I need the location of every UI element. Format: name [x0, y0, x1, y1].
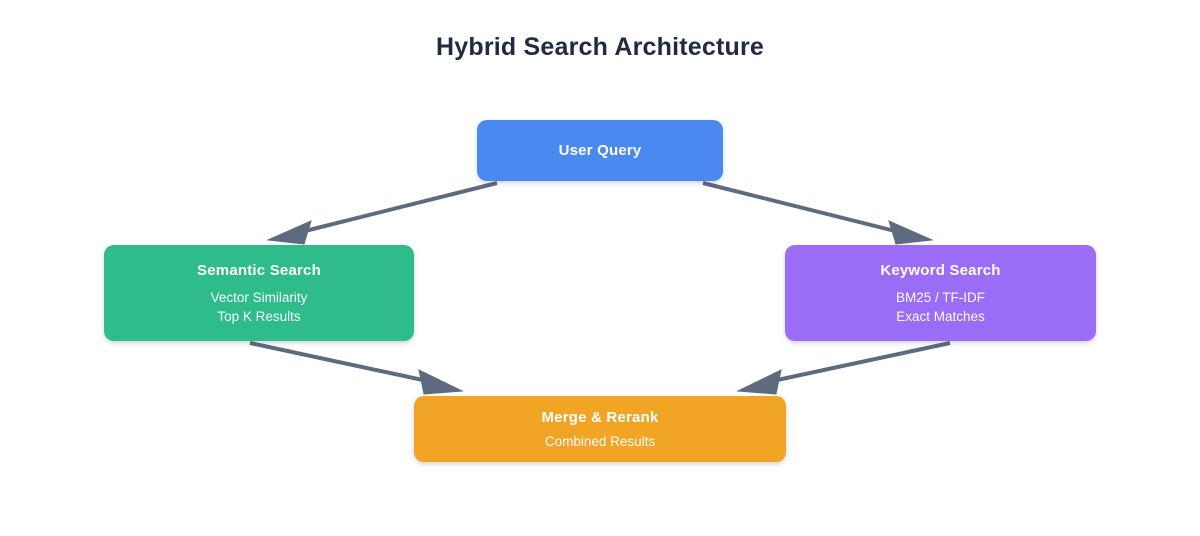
edge-user-query-to-keyword-search: [702, 181, 934, 245]
node-merge-rerank-subtitle-line-1: Combined Results: [544, 433, 656, 449]
edge-keyword-search-to-merge-rerank: [736, 341, 951, 395]
node-merge-rerank-subtitle: Combined Results: [545, 432, 655, 451]
node-keyword-search-title: Keyword Search: [880, 261, 1001, 279]
node-user-query-title: User Query: [558, 141, 642, 159]
node-keyword-search[interactable]: Keyword Search BM25 / TF-IDF Exact Match…: [785, 245, 1096, 341]
node-merge-rerank-title: Merge & Rerank: [541, 408, 659, 426]
node-merge-rerank[interactable]: Merge & Rerank Combined Results: [414, 396, 786, 462]
node-user-query[interactable]: User Query: [477, 120, 723, 181]
node-keyword-search-subtitle-line-1: BM25 / TF-IDF: [895, 289, 985, 305]
page-title: Hybrid Search Architecture: [436, 33, 764, 61]
node-semantic-search-subtitle: Vector Similarity Top K Results: [211, 288, 308, 326]
node-semantic-search-subtitle-line-2: Top K Results: [217, 308, 301, 324]
edge-user-query-to-semantic-search: [266, 181, 498, 245]
node-semantic-search[interactable]: Semantic Search Vector Similarity Top K …: [104, 245, 414, 341]
node-semantic-search-title: Semantic Search: [197, 261, 321, 279]
edge-semantic-search-to-merge-rerank: [249, 341, 464, 395]
node-semantic-search-subtitle-line-1: Vector Similarity: [210, 289, 308, 305]
node-keyword-search-subtitle: BM25 / TF-IDF Exact Matches: [896, 288, 985, 326]
node-keyword-search-subtitle-line-2: Exact Matches: [896, 308, 985, 324]
